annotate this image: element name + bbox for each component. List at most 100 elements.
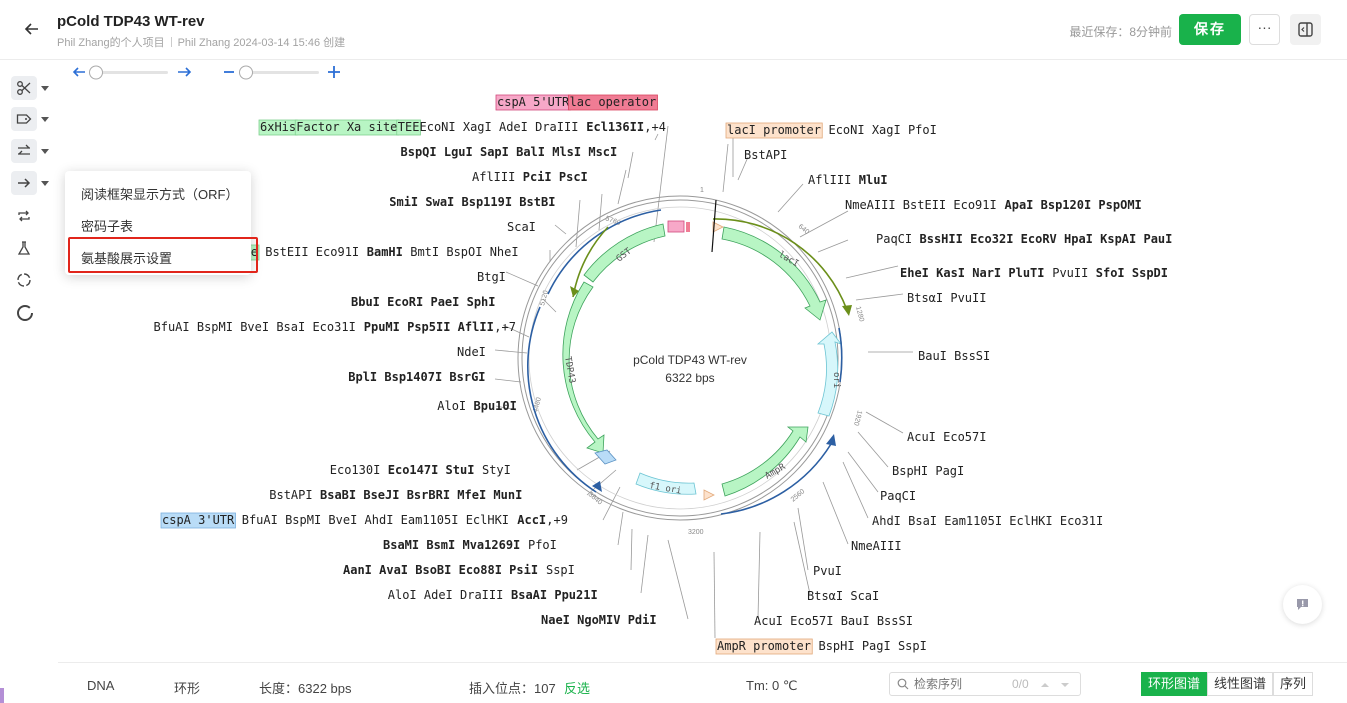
enzyme-label-left-text[interactable]: PpuMI Psp5II AflII [364,320,494,334]
enzyme-label-left-text[interactable]: BbuI EcoRI PaeI SphI [351,295,496,309]
enzyme-label-right-text[interactable]: AcuI Eco57I BauI BssSI [754,614,913,628]
enzyme-label-left-text[interactable]: ,+7 [494,320,516,334]
enzyme-label-right-text[interactable]: NmeAIII BstEII Eco91I [845,198,1004,212]
enzyme-label-left-text[interactable]: StyI [475,463,511,477]
enzyme-label-right-text[interactable]: NmeAIII [851,539,902,553]
enzyme-label-right-text[interactable]: AcuI Eco57I [907,430,986,444]
menu-item-amino-acid-settings[interactable]: 氨基酸展示设置 [81,251,173,266]
enzyme-label-left-text[interactable]: Factor Xa site [296,120,397,134]
cut-tool-dropdown-icon[interactable] [41,86,49,91]
feature-tool-button[interactable] [11,107,37,131]
enzyme-label-left-text[interactable]: AloI AdeI DraIII [388,588,511,602]
enzyme-label-right-text[interactable]: BtsαI ScaI [807,589,879,603]
enzyme-label-left-text[interactable]: NaeI NgoMIV PdiI [541,613,657,627]
translate-tool-button[interactable] [11,171,37,195]
enzyme-label-left-text[interactable]: BsaMI BsmI Mva1269I [383,538,520,552]
enzyme-label-left-text[interactable]: NdeI [457,345,486,359]
swap-tool-button[interactable] [11,139,37,163]
enzyme-label-left-text[interactable]: 6xHis [260,120,296,134]
enzyme-label-left-text[interactable]: AccI [517,513,546,527]
enzyme-label-left-text[interactable]: AanI AvaI BsoBI Eco88I PsiI [343,563,538,577]
enzyme-label-left-text[interactable]: BspQI LguI SapI BalI MlsI MscI [401,145,618,159]
enzyme-label-right-text[interactable]: PvuI [813,564,842,578]
enzyme-label-right-text[interactable]: BspHI PagI [892,464,964,478]
enzyme-label-left-text[interactable]: BfuAI BspMI BveI BsaI Eco31I [154,320,364,334]
enzyme-label-left-text[interactable]: ScaI [507,220,536,234]
tab-circular-map[interactable]: 环形图谱 [1141,672,1208,696]
enzyme-label-left-text[interactable]: BfuAI BspMI BveI AhdI Eam1105I EclHKI [235,513,517,527]
menu-item-orf-display[interactable]: 阅读框架显示方式（ORF） [81,187,239,202]
cut-tool-button[interactable] [11,76,37,100]
enzyme-label-left-text[interactable]: BamHI [367,245,403,259]
enzyme-label-right-text[interactable]: MluI [859,173,888,187]
enzyme-label-right-text[interactable]: PvuII [1045,266,1096,280]
enzyme-label-left-text[interactable]: Bpu10I [474,399,517,413]
project-name[interactable]: Phil Zhang的个人项目 [57,37,165,49]
prev-match-icon[interactable] [1040,681,1050,689]
rotate-right-icon [178,67,192,77]
enzyme-label-right-text[interactable]: BauI BssSI [918,349,990,363]
enzyme-label-right-text[interactable]: BssHII Eco32I EcoRV HpaI KspAI PauI [920,232,1173,246]
enzyme-label-left-text[interactable]: AloI [437,399,473,413]
circular-view-button[interactable] [11,268,37,292]
enzyme-label-right-text[interactable]: ApaI Bsp120I PspOMI [1005,198,1142,212]
enzyme-label-right-text[interactable]: EheI KasI NarI PluTI [900,266,1045,280]
ring-view-button[interactable] [11,300,37,324]
swap-tool-dropdown-icon[interactable] [41,149,49,154]
enzyme-label-left-text[interactable]: ,+4 [644,120,666,134]
translate-tool-dropdown-icon[interactable] [41,181,49,186]
enzyme-label-right-text[interactable]: lacI promoter [727,123,821,137]
enzyme-label-right-text[interactable]: AhdI BsaI Eam1105I EclHKI Eco31I [872,514,1103,528]
enzyme-label-left-text[interactable]: PciI PscI [523,170,588,184]
back-arrow-icon[interactable] [22,19,42,39]
enzyme-label-left-text[interactable]: BsaBI BseJI BsrBRI MfeI MunI [320,488,522,502]
toggle-panel-button[interactable] [1290,14,1321,45]
loop-tool-button[interactable] [11,204,37,228]
top-feature-label-text[interactable]: cspA 5'UTR [497,95,570,109]
next-match-icon[interactable] [1060,681,1070,689]
zoom-slider[interactable] [222,64,342,80]
save-button[interactable]: 保存 [1179,14,1241,45]
enzyme-label-right-text[interactable]: BstAPI [744,148,787,162]
enzyme-label-right-text[interactable]: PaqCI [880,489,916,503]
enzyme-label-left-text[interactable]: SmiI SwaI Bsp119I BstBI [389,195,555,209]
enzyme-label-right-text[interactable]: SfoI SspDI [1096,266,1168,280]
enzyme-label-left-text[interactable]: ,+9 [546,513,568,527]
features[interactable] [562,220,843,501]
enzyme-label-left-text[interactable]: BplI Bsp1407I BsrGI [348,370,485,384]
enzyme-label-left-text[interactable]: BstAPI [269,488,320,502]
lab-tool-button[interactable] [11,236,37,260]
feedback-button[interactable] [1283,585,1322,624]
enzyme-label-right-text[interactable]: BspHI PagI SspI [811,639,927,653]
menu-item-codon-table[interactable]: 密码子表 [81,219,134,234]
search-input[interactable] [914,677,1006,691]
enzyme-label-left-text[interactable]: SspI [539,563,575,577]
tab-sequence[interactable]: 序列 [1273,672,1314,696]
more-button[interactable]: ··· [1249,14,1280,45]
enzyme-label-left-text[interactable]: EcoNI XagI AdeI DraIII [420,120,586,134]
enzyme-label-left-text[interactable]: BsaAI Ppu21I [511,588,598,602]
enzyme-label-left-text[interactable]: PfoI [521,538,557,552]
enzyme-label-left-text[interactable]: TEE [398,120,420,134]
tab-linear-map[interactable]: 线性图谱 [1207,672,1274,696]
enzyme-label-right-text[interactable]: PaqCI [876,232,919,246]
enzyme-label-left-text[interactable]: AflIII [472,170,523,184]
invert-selection-link[interactable]: 反选 [564,681,591,696]
enzyme-label-right-text[interactable]: AflIII [808,173,859,187]
enzyme-label-right-text[interactable]: AmpR promoter [717,639,811,653]
enzyme-label-left-text[interactable]: BmtI BspOI NheI [403,245,519,259]
enzyme-label-left-text[interactable]: cspA 3'UTR [162,513,235,527]
enzyme-label-left-text[interactable]: BstEII Eco91I [258,245,366,259]
plasmid-map[interactable]: 1 640 1280 1920 2560 3200 3840 4480 5120… [58,82,1278,662]
enzyme-label-left-text[interactable]: Ecl136II [586,120,644,134]
enzyme-label-right-text[interactable]: BtsαI PvuII [907,291,986,305]
enzyme-label-left-text[interactable]: BtgI [477,270,506,284]
enzyme-label-left-text[interactable]: Eco147I StuI [388,463,475,477]
enzyme-label-right-text[interactable]: EcoNI XagI PfoI [821,123,937,137]
svg-text:5760: 5760 [604,215,621,227]
feature-tool-dropdown-icon[interactable] [41,117,49,122]
enzyme-label-left-text[interactable]: Eco130I [330,463,388,477]
top-feature-label-text[interactable]: lac operator [570,95,657,109]
rotate-slider[interactable] [72,64,194,80]
